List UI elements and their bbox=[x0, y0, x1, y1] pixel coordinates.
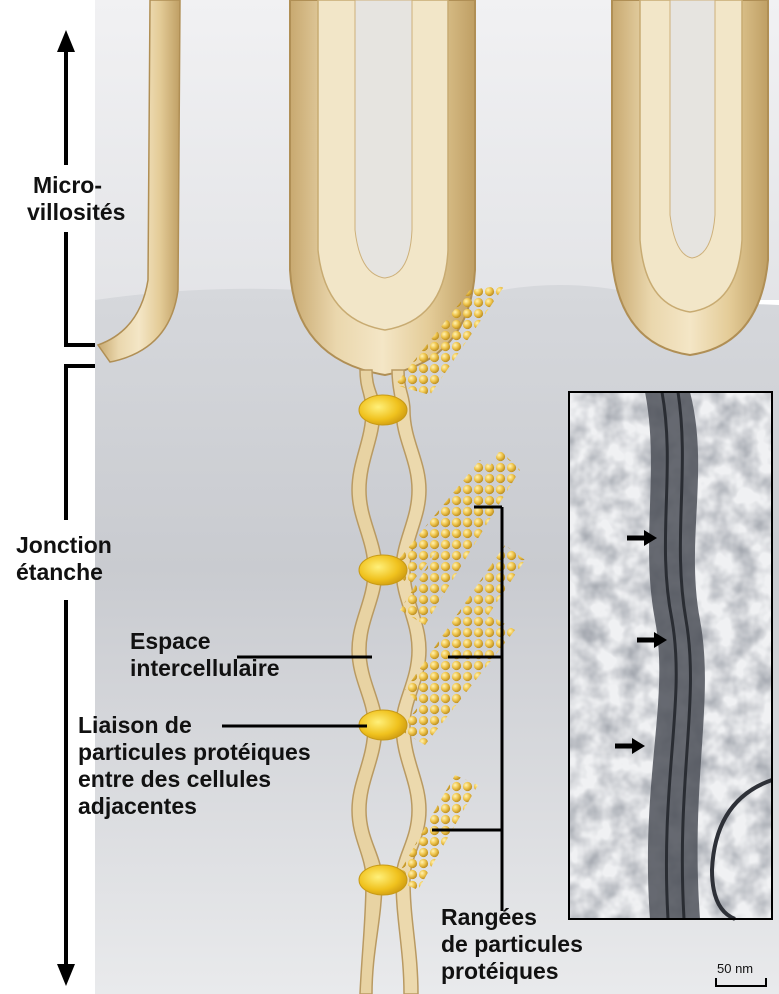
intercellular-space-label-line: Espace bbox=[130, 628, 280, 655]
linkage-label-line: Liaison de bbox=[78, 712, 311, 739]
linkage-label-line: adjacentes bbox=[78, 793, 311, 820]
linkage-label-line: entre des cellules bbox=[78, 766, 311, 793]
particle-rows-label-line: protéiques bbox=[441, 958, 583, 985]
microvilli-label-line: Micro- bbox=[27, 172, 125, 199]
particle-rows-label-line: Rangées bbox=[441, 904, 583, 931]
linkage-label: Liaison de particules protéiques entre d… bbox=[78, 712, 311, 820]
microvilli-label-line: villosités bbox=[27, 199, 125, 226]
linkage-label-line: particules protéiques bbox=[78, 739, 311, 766]
tight-junction-label: Jonction étanche bbox=[16, 532, 112, 586]
microvilli-label: Micro- villosités bbox=[27, 172, 125, 226]
particle-rows-label: Rangées de particules protéiques bbox=[441, 904, 583, 985]
scale-bar-label: 50 nm bbox=[717, 961, 753, 976]
particle-rows-label-line: de particules bbox=[441, 931, 583, 958]
tight-junction-label-line: étanche bbox=[16, 559, 112, 586]
intercellular-space-label: Espace intercellulaire bbox=[130, 628, 280, 682]
electron-micrograph bbox=[569, 392, 772, 919]
tight-junction-label-line: Jonction bbox=[16, 532, 112, 559]
intercellular-space-label-line: intercellulaire bbox=[130, 655, 280, 682]
